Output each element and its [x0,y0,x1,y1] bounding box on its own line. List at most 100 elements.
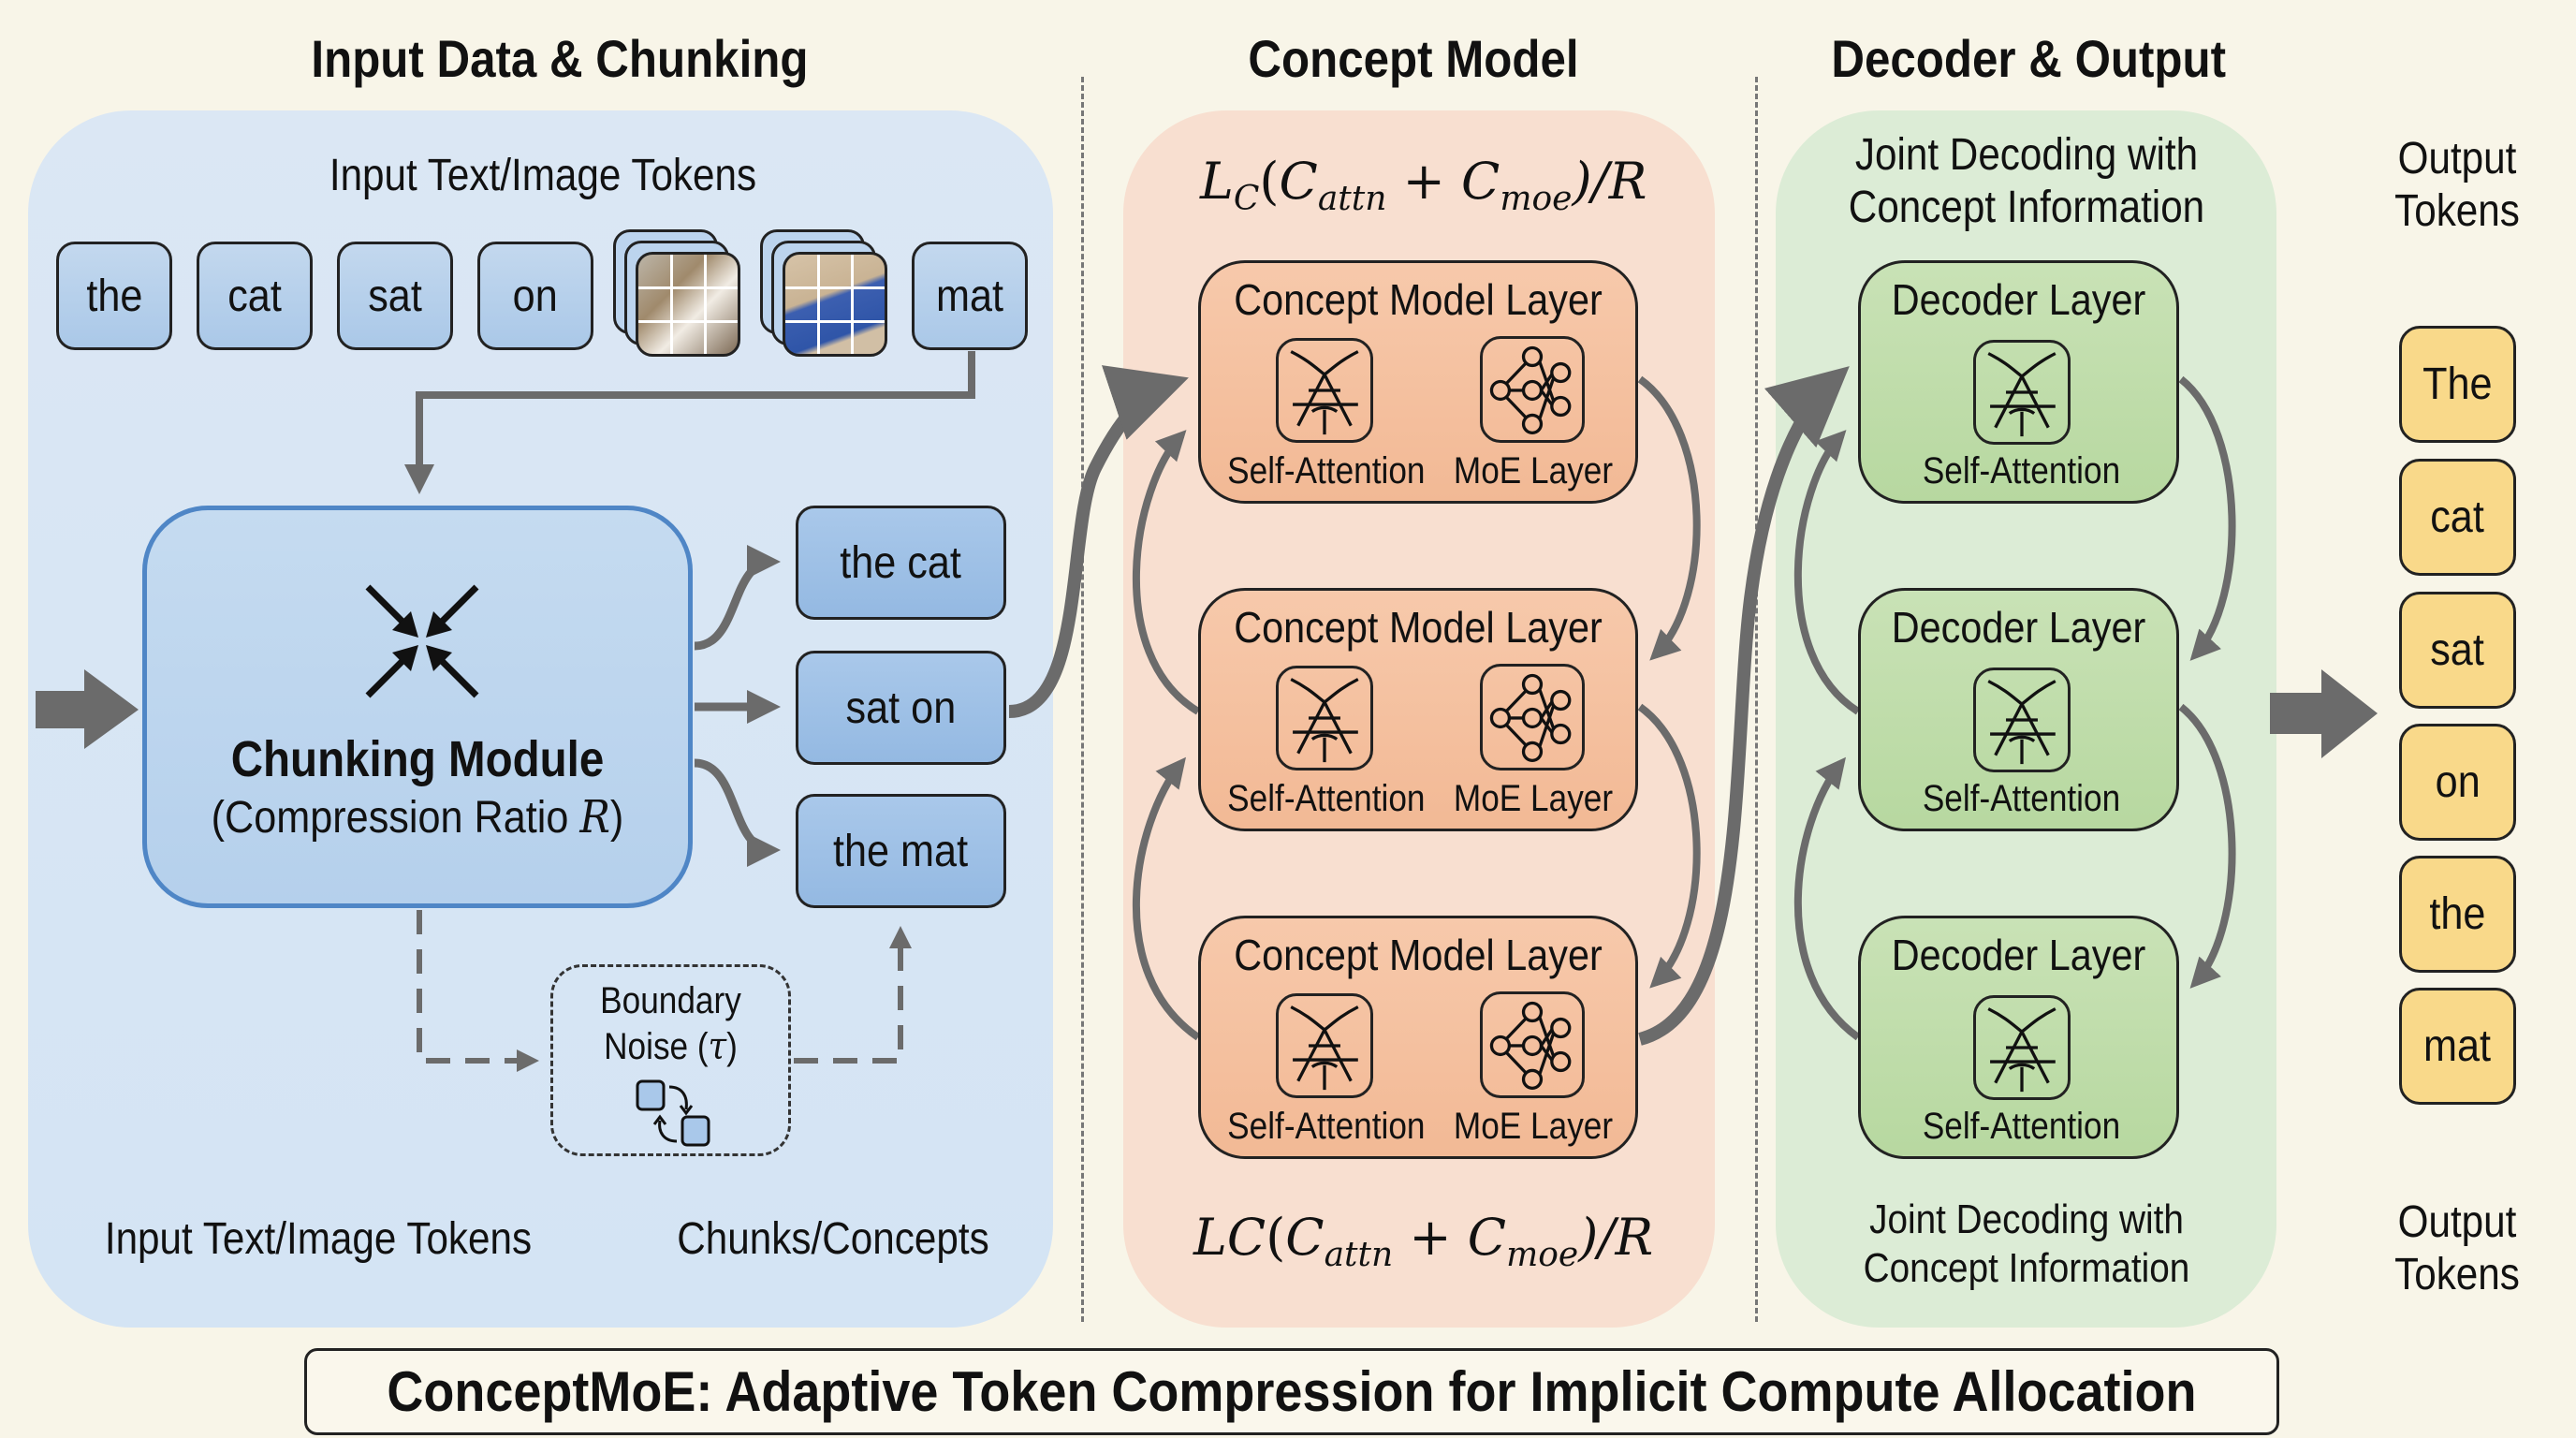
decoder-layer: Decoder Layer Self-Attention [1858,588,2179,831]
subtitle-prefix: (Compression Ratio [211,793,580,843]
output-bottom-label-line2: Tokens [2394,1250,2520,1299]
f-tail: )/R [1572,152,1647,211]
self-attention-label: Self-Attention [1922,1106,2121,1147]
output-token: cat [2399,459,2516,576]
output-token-text: cat [2430,492,2485,542]
compress-icon [365,584,479,698]
self-attention-icon [1276,666,1373,770]
input-token: sat [337,242,453,350]
output-token: sat [2399,592,2516,709]
image-token-mat [760,229,891,357]
divider-right [1755,77,1758,1322]
boundary-noise-line2: Noise (τ) [567,1025,774,1068]
image-token-cat [613,229,744,357]
output-token: mat [2399,988,2516,1105]
self-attention-icon [1276,338,1373,443]
self-attention-icon [1973,995,2071,1100]
decoder-bottom-label-line1: Joint Decoding with [1869,1196,2184,1242]
input-top-label: Input Text/Image Tokens [329,151,757,200]
f-c2: C [1461,152,1500,211]
self-attention-icon [1973,668,2071,772]
input-bottom-right-label: Chunks/Concepts [677,1214,989,1264]
noise-prefix: Noise ( [604,1026,709,1067]
self-attention-label: Self-Attention [1227,1106,1426,1147]
output-token-text: The [2422,360,2493,409]
swap-icon [636,1079,710,1147]
f-plus: + [1402,152,1445,211]
output-top-label-line1: Output [2397,134,2517,183]
title-banner: ConceptMoE: Adaptive Token Compression f… [304,1348,2279,1435]
chunk-text: the mat [833,826,969,876]
f-c2sub: moe [1500,179,1573,218]
boundary-noise-line1: Boundary [600,980,741,1021]
moe-network-icon [1480,991,1585,1098]
self-attention-label: Self-Attention [1922,778,2121,819]
f-c1: C [1285,1208,1325,1267]
input-token: the [56,242,172,350]
concept-model-layer: Concept Model Layer Self-Attention MoE L… [1198,260,1638,504]
output-token: The [2399,326,2516,443]
formula-top: LC(Cattn + Cmoe)/R [1200,152,1647,218]
self-attention-label: Self-Attention [1227,778,1426,819]
input-token-text: cat [227,271,282,321]
input-token-text: mat [935,271,1003,321]
layer-title: Concept Model Layer [1234,275,1603,324]
chunk-box: sat on [796,651,1006,765]
chunk-text: the cat [840,537,962,588]
input-token: mat [912,242,1028,350]
f-lsub: C [1233,179,1260,218]
decoder-top-label-line2: Concept Information [1848,183,2205,232]
chunking-module-subtitle: (Compression Ratio R) [174,791,661,844]
chunk-text: sat on [845,682,957,733]
noise-suffix: ) [726,1026,738,1067]
moe-network-icon [1480,336,1585,443]
moe-layer-label: MoE Layer [1453,778,1614,819]
output-token-text: mat [2423,1021,2492,1071]
decoder-top-label-line1: Joint Decoding with [1854,130,2199,180]
f-c1sub: attn [1317,179,1387,218]
mat-image-icon [783,252,887,357]
decoder-bottom-label-line2: Concept Information [1863,1245,2190,1291]
noise-var: τ [708,1025,727,1068]
chunk-box: the cat [796,506,1006,620]
self-attention-label: Self-Attention [1922,450,2121,492]
output-token: on [2399,724,2516,841]
output-bottom-label-line1: Output [2397,1197,2517,1247]
f-c1: C [1279,152,1318,211]
self-attention-icon [1276,993,1373,1098]
f-l: LC [1193,1208,1266,1267]
f-tail: )/R [1578,1208,1654,1267]
chunk-box: the mat [796,794,1006,908]
layer-title: Decoder Layer [1891,275,2146,324]
output-token: the [2399,856,2516,973]
output-token-text: sat [2430,625,2485,675]
self-attention-label: Self-Attention [1227,450,1426,492]
chunking-module: Chunking Module (Compression Ratio R) [142,506,693,908]
section-title-concept: Concept Model [1248,29,1579,88]
moe-layer-label: MoE Layer [1453,450,1614,492]
moe-layer-label: MoE Layer [1453,1106,1614,1147]
output-token-text: on [2435,757,2481,807]
layer-title: Concept Model Layer [1234,603,1603,652]
input-token-text: sat [368,271,422,321]
subtitle-var: R [579,791,610,844]
input-token-text: the [85,271,143,321]
input-token: on [477,242,593,350]
divider-left [1081,77,1084,1322]
layer-title: Decoder Layer [1891,931,2146,979]
chunking-module-title: Chunking Module [230,731,605,787]
subtitle-suffix: ) [609,793,624,843]
decoder-layer: Decoder Layer Self-Attention [1858,916,2179,1159]
input-token: cat [197,242,313,350]
layer-title: Decoder Layer [1891,603,2146,652]
f-plus: + [1409,1208,1452,1267]
banner-text: ConceptMoE: Adaptive Token Compression f… [387,1360,2197,1423]
output-token-text: the [2429,889,2486,939]
section-title-decoder: Decoder & Output [1831,29,2227,88]
self-attention-icon [1973,340,2071,445]
f-c2: C [1467,1208,1507,1267]
cat-image-icon [636,252,740,357]
f-c2sub: moe [1506,1235,1579,1274]
layer-title: Concept Model Layer [1234,931,1603,979]
concept-model-layer: Concept Model Layer Self-Attention MoE L… [1198,916,1638,1159]
